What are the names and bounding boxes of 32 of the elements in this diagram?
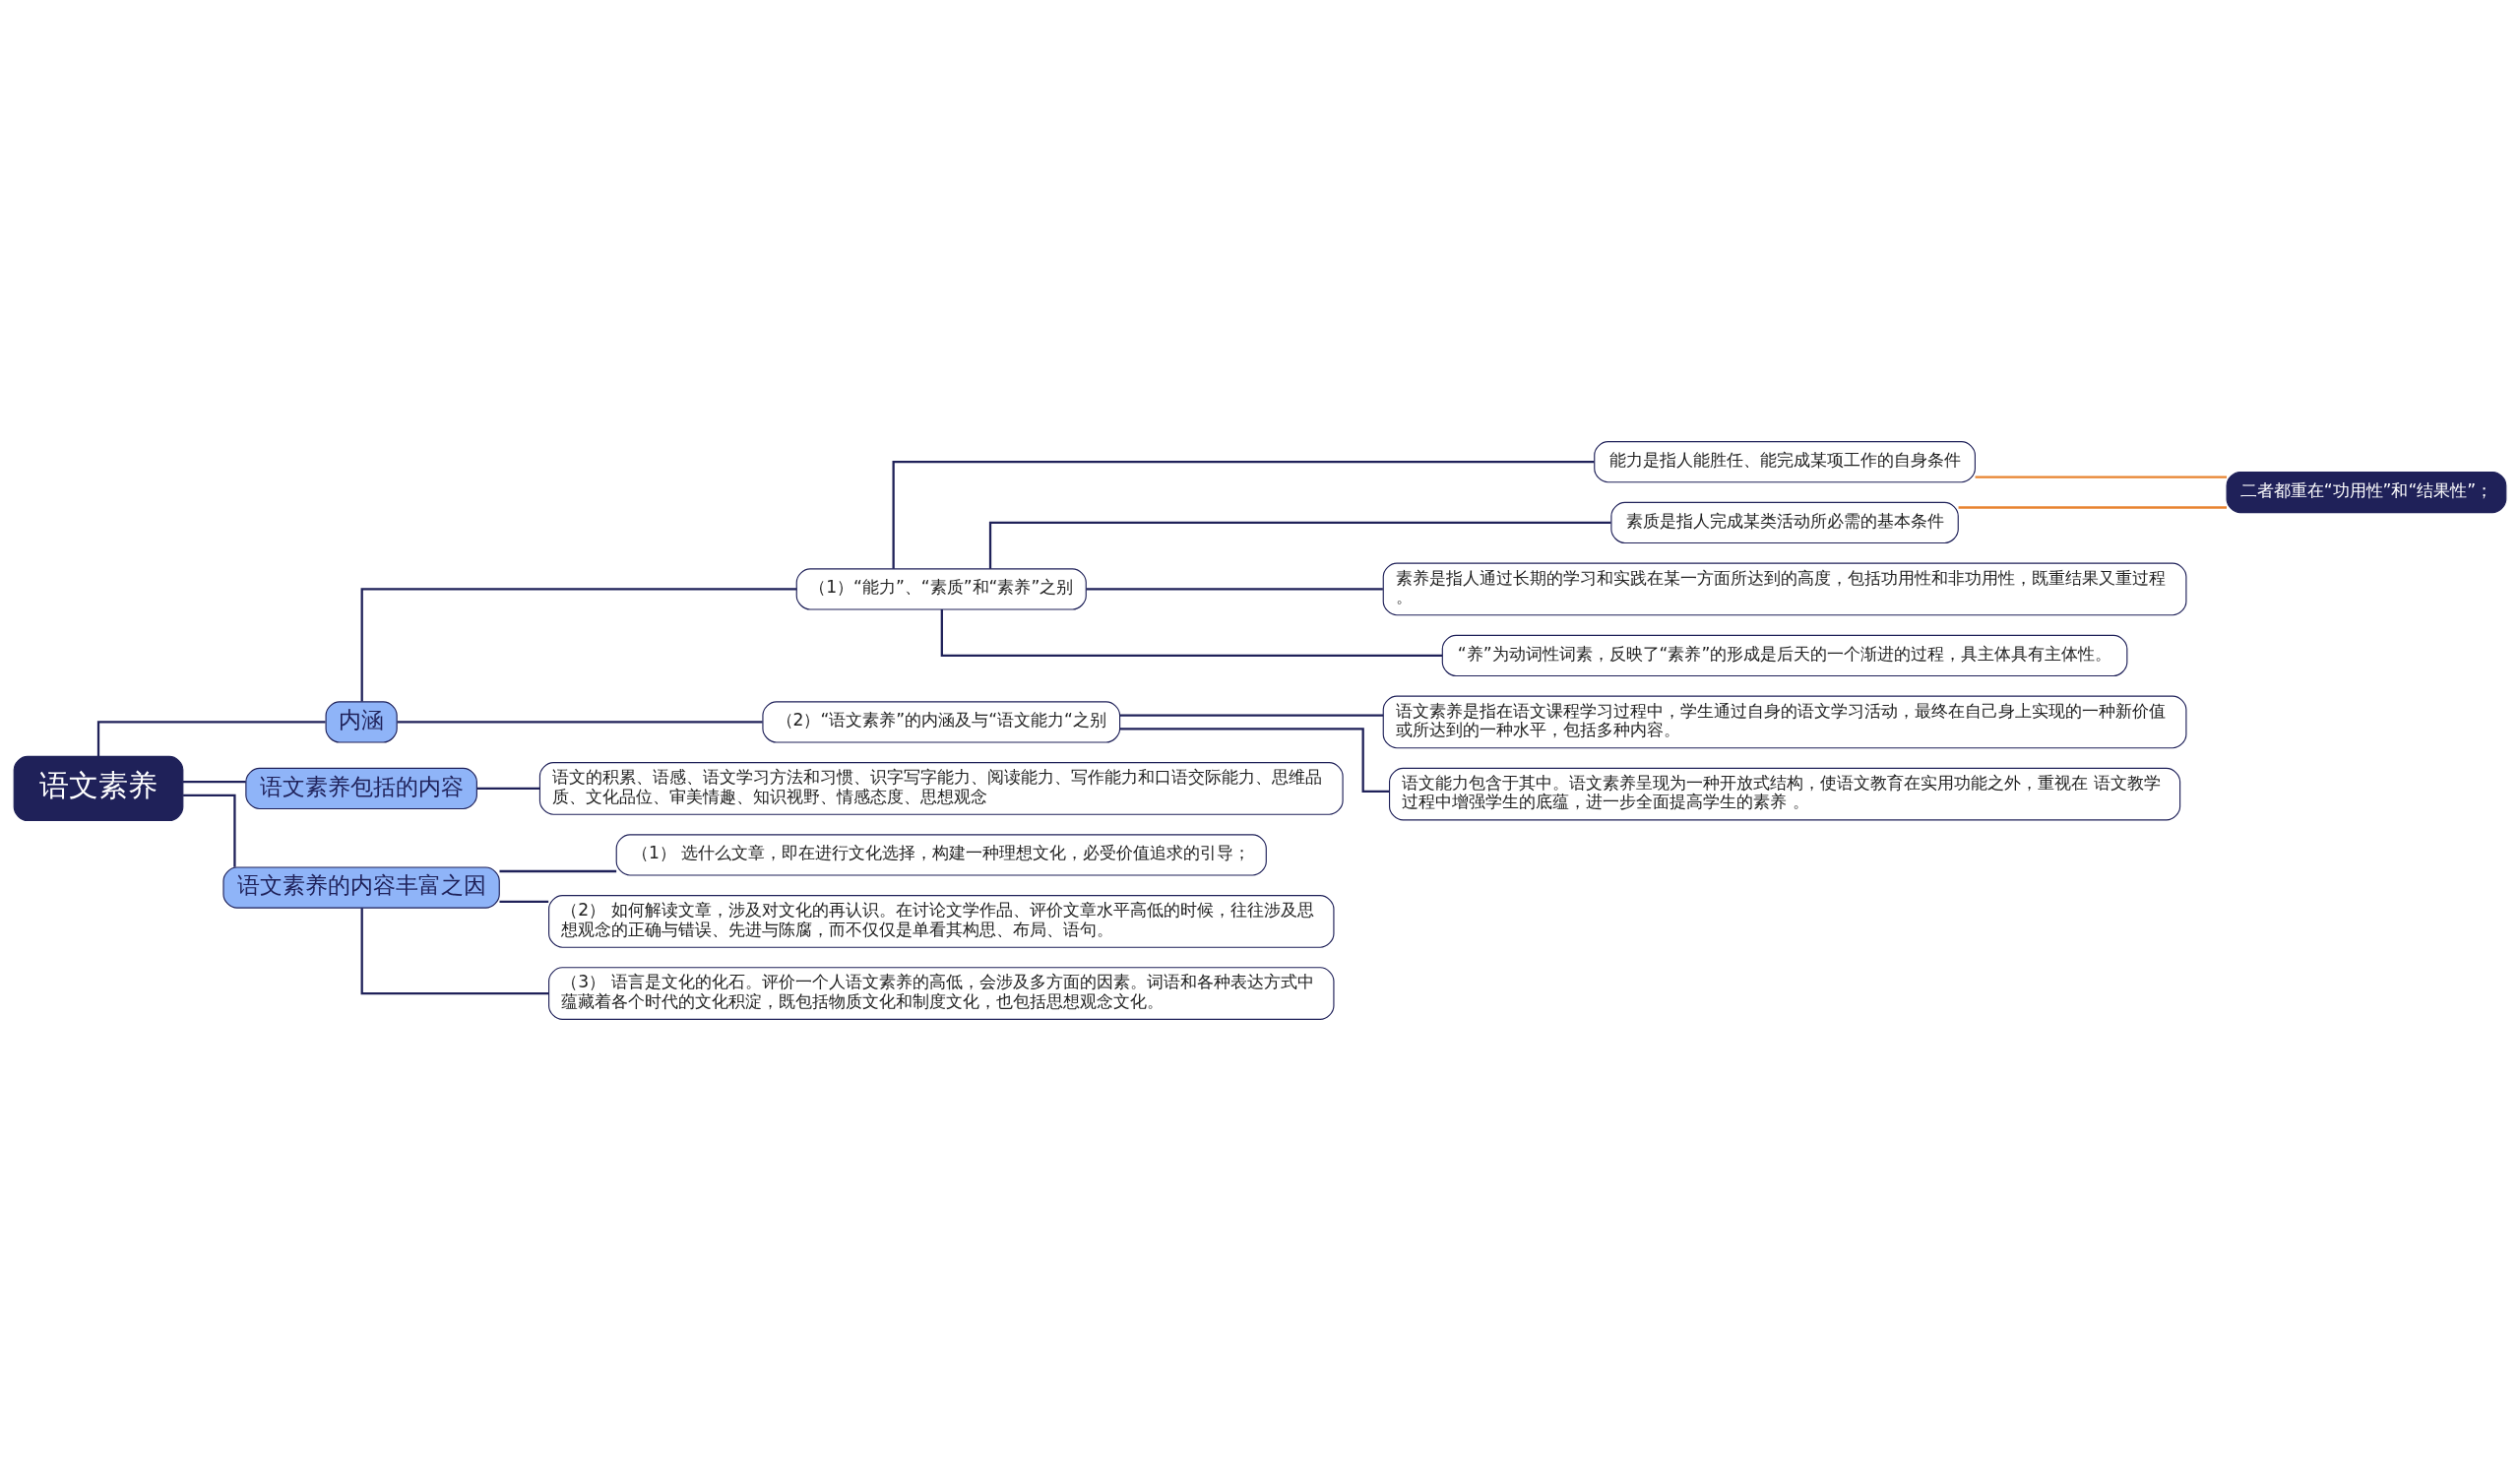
connector <box>1086 588 1383 591</box>
node-box: （1）“能力”、“素质”和“素养”之别 <box>795 568 1087 610</box>
node-box: “养”为动词性词素，反映了“素养”的形成是后天的一个渐进的过程，具主体具有主体性。 <box>1441 634 2128 677</box>
connector <box>1119 714 1384 717</box>
node-box: （2） 如何解读文章，涉及对文化的再认识。在讨论文学作品、评价文章水平高低的时候，往往涉及思想观念的正确与错误、先进与陈腐，而不仅仅是单看其构思、布局、语句。 <box>548 895 1335 948</box>
node-box: 语文的积累、语感、语文学习方法和习惯、识字写字能力、阅读能力、写作能力和口语交际能力、思维品质、文化品位、审美情趣、知识视野、情感态度、思想观念 <box>538 762 1344 815</box>
node-box: 语文素养是指在语文课程学习过程中，学生通过自身的语文学习活动，最终在自己身上实现的一种新价值或所达到的一种水平，包括多种内容。 <box>1382 695 2187 749</box>
node-box: 语文素养 <box>13 755 184 822</box>
node-box: 内涵 <box>325 701 398 743</box>
node-box: （3） 语言是文化的化石。评价一个人语文素养的高低，会涉及多方面的因素。词语和各种表达方式中蕴藏着各个时代的文化积淀，既包括物质文化和制度文化，也包括思想观念文化。 <box>548 967 1335 1020</box>
connector <box>360 588 797 702</box>
connector <box>499 900 549 904</box>
connector <box>892 461 1595 569</box>
node-box: 能力是指人能胜任、能完成某项工作的自身条件 <box>1594 441 1976 483</box>
node-box: 语文素养的内容丰富之因 <box>222 866 500 909</box>
node-box: 二者都重在“功用性”和“结果性”； <box>2226 471 2507 514</box>
connector <box>183 780 246 784</box>
node-box: 语文能力包含于其中。语文素养呈现为一种开放式结构，使语文教育在实用功能之外，重视在 语文教学过程中增强学生的底蕴，进一步全面提高学生的素养 。 <box>1389 767 2181 821</box>
connector <box>360 908 549 995</box>
connector <box>397 721 763 724</box>
connector <box>183 794 236 867</box>
connector <box>499 869 617 873</box>
node-box: 素质是指人完成某类活动所必需的基本条件 <box>1610 501 1959 544</box>
connector <box>988 521 1611 569</box>
connector <box>940 609 1443 658</box>
node-box: 语文素养包括的内容 <box>245 767 477 810</box>
node-box: （1） 选什么文章，即在进行文化选择，构建一种理想文化，必受价值追求的引导； <box>615 834 1267 876</box>
connector <box>476 787 540 791</box>
node-box: （2）“语文素养”的内涵及与“语文能力“之别 <box>762 701 1121 743</box>
connector <box>1975 476 2228 478</box>
node-box: 素养是指人通过长期的学习和实践在某一方面所达到的高度，包括功用性和非功用性，既重结果又重过程。 <box>1382 562 2187 616</box>
connector <box>1958 506 2228 509</box>
